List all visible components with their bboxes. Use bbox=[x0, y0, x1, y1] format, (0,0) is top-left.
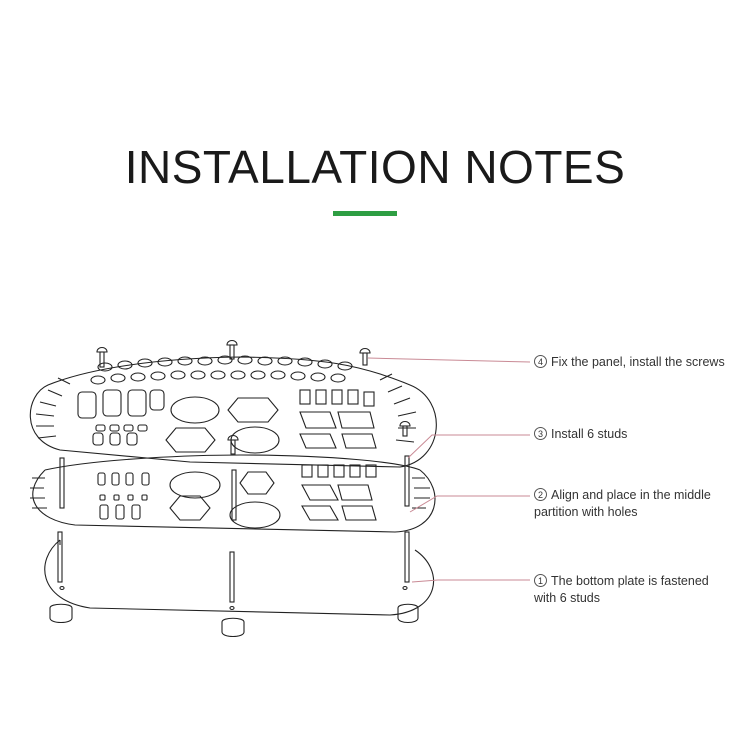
step-3-note: 3 Install 6 studs bbox=[534, 426, 734, 443]
lower-studs bbox=[57, 531, 410, 603]
upper-studs bbox=[59, 455, 410, 521]
step-4-note: 4 Fix the panel, install the screws bbox=[534, 354, 744, 371]
step-3-number: 3 bbox=[534, 427, 547, 440]
step-1-text: The bottom plate is fastened with 6 stud… bbox=[534, 574, 709, 605]
screws bbox=[96, 339, 411, 455]
leader-lines bbox=[367, 357, 531, 583]
step-1-number: 1 bbox=[534, 574, 547, 587]
bottom-plate bbox=[44, 539, 435, 616]
step-4-number: 4 bbox=[534, 355, 547, 368]
top-plate bbox=[29, 355, 437, 468]
top-rim-holes bbox=[90, 355, 353, 385]
page-title: INSTALLATION NOTES bbox=[124, 141, 626, 193]
step-4-text: Fix the panel, install the screws bbox=[551, 355, 725, 369]
feet bbox=[49, 603, 419, 638]
title-accent-bar bbox=[333, 211, 397, 216]
step-2-text: Align and place in the middle partition … bbox=[534, 488, 711, 519]
middle-plate bbox=[30, 454, 436, 533]
step-2-number: 2 bbox=[534, 488, 547, 501]
step-3-text: Install 6 studs bbox=[551, 427, 628, 441]
